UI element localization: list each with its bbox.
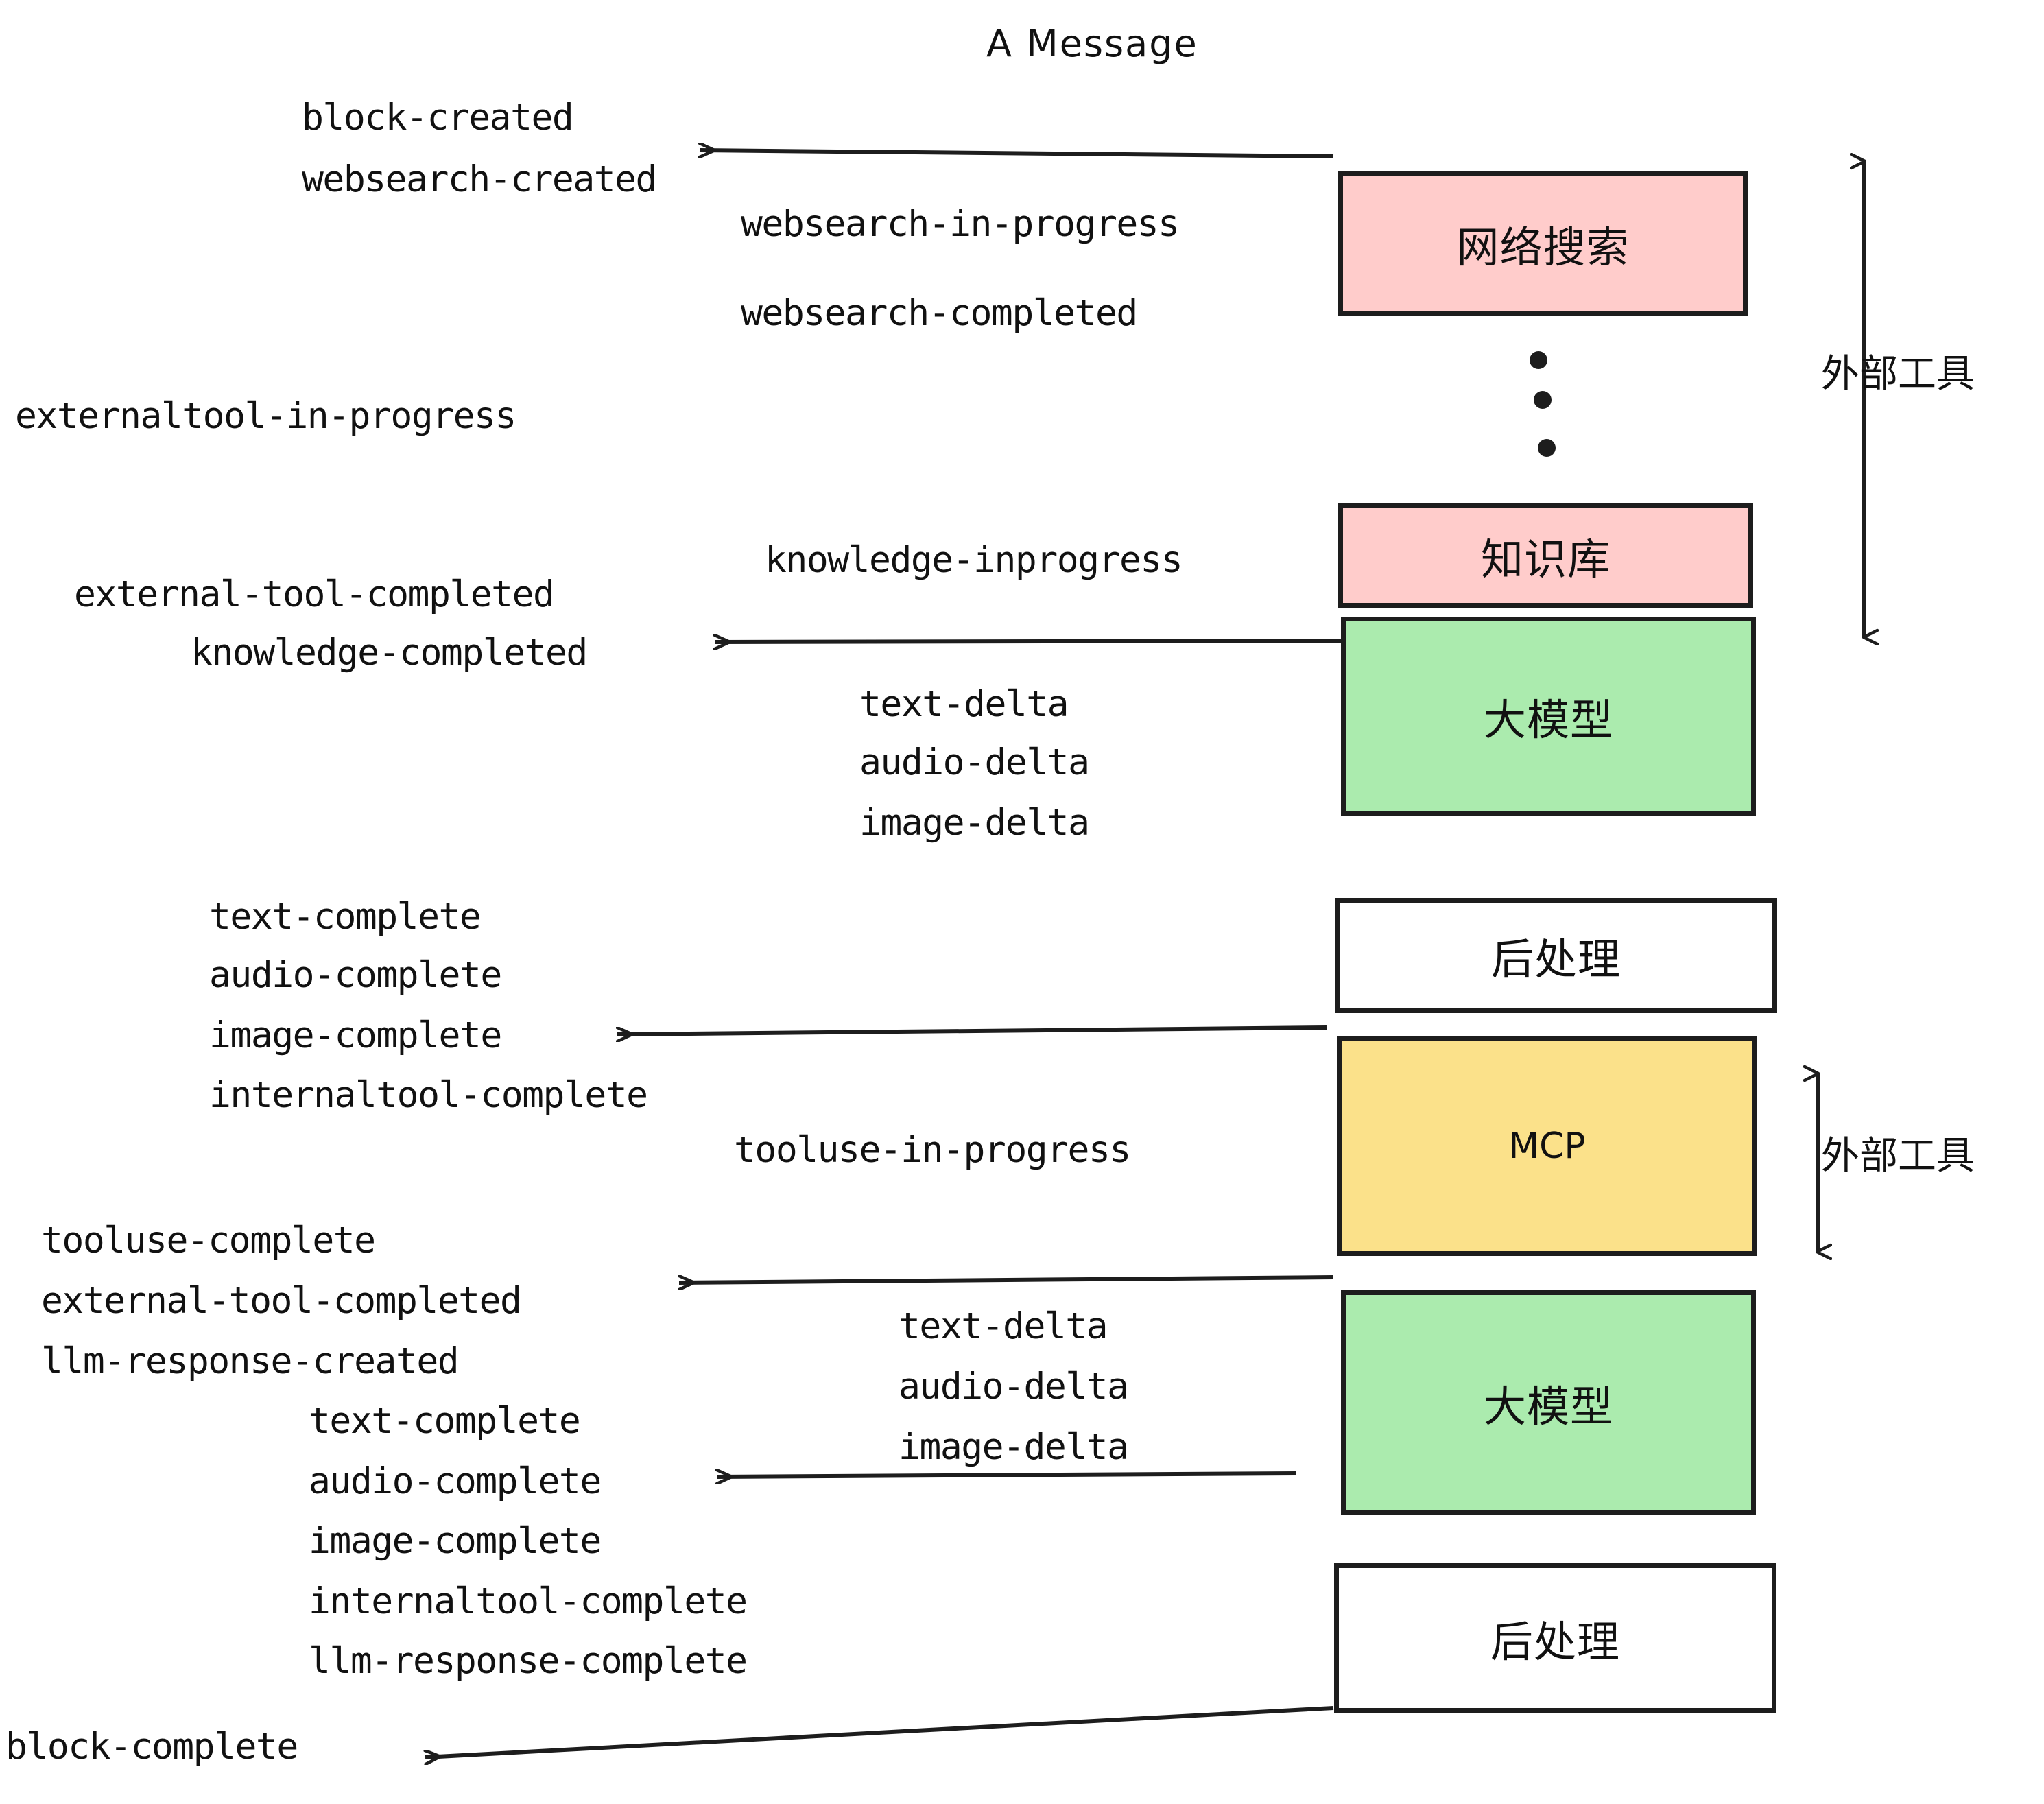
event-label-text-complete-2: text-complete [309,1400,581,1442]
event-label-websearch-in-progress: websearch-in-progress [741,203,1180,245]
node-label: 大模型 [1483,1381,1613,1432]
node-label: 知识库 [1480,534,1611,584]
event-label-external-tool-completed-2: external-tool-completed [41,1280,522,1322]
node-postproc-2[interactable]: 后处理 [1334,1563,1776,1713]
event-label-audio-delta-2: audio-delta [899,1366,1129,1408]
arrow-image-complete [617,1025,1327,1034]
page-title: A Message [986,22,1198,65]
event-label-llm-response-complete: llm-response-complete [309,1640,748,1682]
event-label-text-complete-1: text-complete [209,896,482,938]
event-label-internaltool-complete-1: internaltool-complete [209,1074,648,1116]
event-label-audio-complete-2: audio-complete [309,1460,602,1502]
ellipsis-dot-icon [1538,439,1556,457]
event-label-text-delta-1: text-delta [859,683,1069,725]
event-label-text-delta-2: text-delta [899,1305,1108,1347]
event-label-block-created: block-created [302,97,574,139]
event-label-websearch-created: websearch-created [302,158,657,200]
event-label-image-delta-1: image-delta [859,802,1090,844]
ellipsis-dot-icon [1530,351,1547,369]
event-label-externaltool-in-progress: externaltool-in-progress [15,395,516,437]
node-label: 大模型 [1483,695,1613,745]
node-llm-1[interactable]: 大模型 [1341,617,1756,816]
node-label: 后处理 [1490,934,1621,984]
event-label-audio-delta-1: audio-delta [859,741,1090,783]
node-label: MCP [1508,1126,1586,1167]
node-label: 网络搜索 [1456,222,1630,272]
arrow-knowledge-completed [715,641,1346,642]
event-label-internaltool-complete-2: internaltool-complete [309,1580,748,1622]
event-label-llm-response-created: llm-response-created [41,1340,460,1382]
arrow-tooluse-complete [679,1277,1334,1283]
node-websearch[interactable]: 网络搜索 [1338,171,1748,316]
event-label-knowledge-completed: knowledge-completed [191,632,588,674]
event-label-tooluse-in-progress: tooluse-in-progress [734,1129,1131,1171]
node-mcp[interactable]: MCP [1337,1036,1757,1256]
node-postproc-1[interactable]: 后处理 [1335,898,1777,1013]
event-label-image-complete-2: image-complete [309,1520,602,1562]
node-llm-2[interactable]: 大模型 [1341,1290,1756,1515]
event-label-audio-complete-1: audio-complete [209,954,502,996]
event-label-image-delta-2: image-delta [899,1426,1129,1468]
arrow-audio-complete [717,1473,1297,1477]
event-label-knowledge-inprogress: knowledge-inprogress [765,539,1183,581]
event-label-external-tool-completed-1: external-tool-completed [74,573,555,615]
arrow-block-complete [425,1706,1334,1757]
arrow-websearch-created [700,150,1334,158]
event-label-websearch-completed: websearch-completed [741,292,1138,334]
event-label-tooluse-complete: tooluse-complete [41,1220,376,1261]
group-label-external-tool-bottom: 外部工具 [1821,1134,1975,1178]
node-label: 后处理 [1490,1617,1620,1667]
node-knowledge[interactable]: 知识库 [1338,503,1753,608]
event-label-image-complete-1: image-complete [209,1014,502,1056]
event-label-block-complete: block-complete [5,1726,298,1768]
group-label-external-tool-top: 外部工具 [1821,352,1975,396]
ellipsis-dot-icon [1534,391,1552,409]
